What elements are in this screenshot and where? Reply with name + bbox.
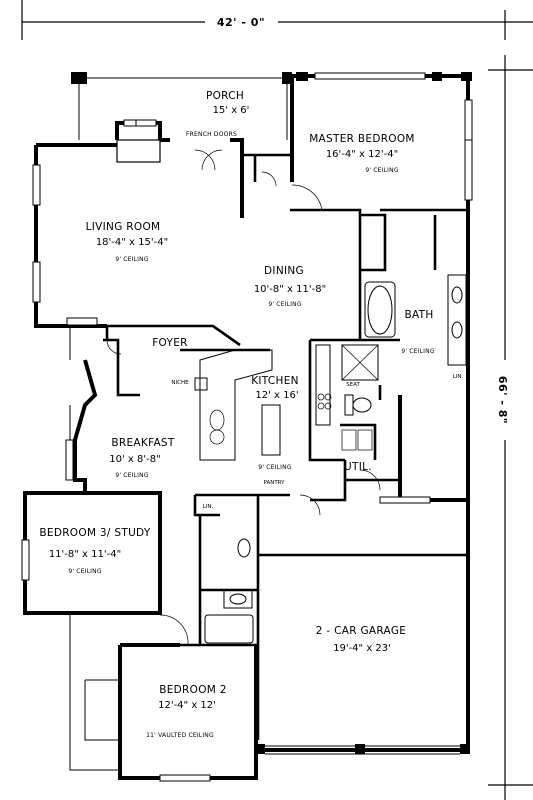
garage-size: 19'-4" x 23' <box>333 643 391 654</box>
seat-label: SEAT <box>346 382 360 388</box>
interior-walls <box>103 153 468 740</box>
windows <box>21 72 473 782</box>
living-room-name: LIVING ROOM <box>86 221 161 233</box>
living-room-ceiling: 9' CEILING <box>115 256 149 263</box>
breakfast-ceiling: 9' CEILING <box>115 472 149 479</box>
master-bedroom-ceiling: 9' CEILING <box>365 167 399 174</box>
breakfast-size: 10' x 8'-8" <box>109 454 160 465</box>
dining-ceiling: 9' CEILING <box>268 301 302 308</box>
bedroom3-size: 11'-8" x 11'-4" <box>49 549 121 560</box>
pantry-label: PANTRY <box>263 480 285 486</box>
bedroom2-ceiling: 11' VAULTED CEILING <box>146 732 214 739</box>
dining-name: DINING <box>264 265 304 277</box>
bedroom3-name: BEDROOM 3/ STUDY <box>39 527 150 539</box>
breakfast-name: BREAKFAST <box>111 437 175 449</box>
depth-dimension: 66' - 8" <box>496 376 509 424</box>
master-bedroom-name: MASTER BEDROOM <box>309 133 415 145</box>
garage-name: 2 - CAR GARAGE <box>316 625 406 637</box>
niche-label: NICHE <box>171 380 189 386</box>
living-room-size: 18'-4" x 15'-4" <box>96 237 168 248</box>
bath-name: BATH <box>404 309 433 321</box>
bedroom2-name: BEDROOM 2 <box>159 684 227 696</box>
width-dimension: 42' - 0" <box>217 16 265 29</box>
util-label: UTIL. <box>344 461 372 473</box>
porch-name: PORCH <box>206 90 244 102</box>
kitchen-ceiling: 9' CEILING <box>258 464 292 471</box>
bedroom3-ceiling: 9' CEILING <box>68 568 102 575</box>
lin-label-bath: LIN. <box>453 374 464 380</box>
doors <box>106 149 381 646</box>
exterior-walls <box>23 72 472 780</box>
bath-ceiling: 9' CEILING <box>401 348 435 355</box>
kitchen-name: KITCHEN <box>251 375 299 387</box>
dining-size: 10'-8" x 11'-8" <box>254 284 326 295</box>
porch-size: 15' x 6' <box>213 105 250 116</box>
kitchen-size: 12' x 16' <box>255 390 298 401</box>
fixtures <box>116 139 467 644</box>
lin-label-hall: LIN. <box>203 504 214 510</box>
french-doors-label: FRENCH DOORS <box>186 131 237 138</box>
foyer-name: FOYER <box>152 337 188 349</box>
master-bedroom-size: 16'-4" x 12'-4" <box>326 149 398 160</box>
dimension-lines <box>21 0 533 800</box>
bedroom2-size: 12'-4" x 12' <box>158 700 216 711</box>
